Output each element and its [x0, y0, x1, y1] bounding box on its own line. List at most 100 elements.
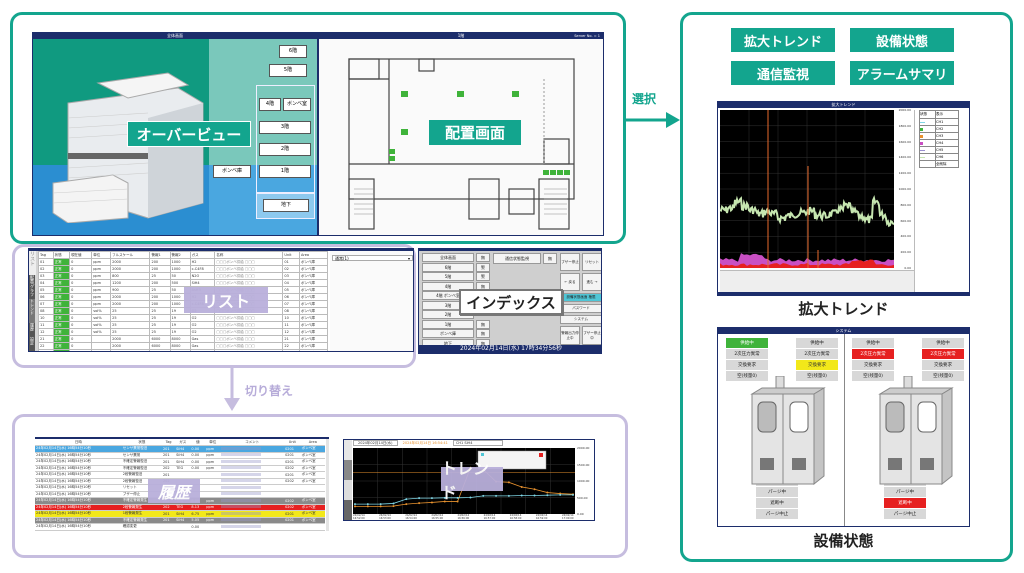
index-floor-button[interactable]: 全体画面 — [422, 253, 474, 262]
comm-monitor-button[interactable]: 通信状態監視 — [493, 253, 541, 264]
forward-button[interactable]: 進む → — [582, 273, 601, 291]
floor-4f-cylinder-room-button[interactable]: ボンベ室 — [283, 98, 311, 111]
list-header-cell[interactable]: 警報2 — [169, 251, 191, 259]
list-header-cell[interactable]: 警報1 — [149, 251, 171, 259]
legend-item[interactable]: CH1 — [935, 118, 959, 126]
side-tab-trend[interactable]: トレンド — [29, 299, 35, 323]
index-floor-status: 無 — [476, 319, 490, 329]
index-floor-button[interactable]: 5階 — [422, 272, 474, 281]
list-row[interactable]: 07正常0ppm20002001000c-C4F8□□□ボンベ供給 □□□07ボ… — [38, 300, 328, 308]
history-header-cell[interactable]: 状態 — [121, 439, 162, 446]
alarm-output-stopped-button[interactable]: 警報出力停止中 — [560, 326, 580, 345]
list-cell: 21 — [282, 335, 301, 343]
side-tab-settings[interactable]: 設定 — [29, 337, 35, 351]
side-tab-trend[interactable] — [344, 480, 352, 500]
legend-clear-all-button[interactable]: 全削除 — [935, 160, 959, 168]
history-scrollbar[interactable] — [326, 439, 329, 531]
list-filter-select[interactable]: 通常(1) ▾ — [332, 255, 413, 261]
buzzer-stop-button[interactable]: ブザー停止 — [560, 253, 580, 271]
legend-item[interactable]: CH5 — [935, 146, 959, 154]
side-tab-layout[interactable] — [344, 460, 352, 480]
system-button[interactable]: システム — [560, 315, 601, 324]
history-header-cell[interactable]: コメント — [220, 439, 285, 446]
list-row[interactable]: 23正常0400010008000Gas□□□ボンベ供給 □□□23ボンベ庫 — [38, 349, 328, 351]
tooltip-close-icon[interactable] — [539, 453, 543, 457]
list-header-cell[interactable]: ガス — [189, 251, 216, 259]
side-tab-layout[interactable]: 配置/グラフ — [29, 275, 35, 299]
history-header-cell[interactable]: 単位 — [205, 439, 221, 446]
floor-1f-button[interactable]: 1階 — [259, 165, 311, 178]
index-floor-button[interactable]: 1階 — [422, 319, 474, 329]
list-header-cell[interactable]: 名称 — [214, 251, 284, 259]
floor-4f-button[interactable]: 4階 — [259, 98, 281, 111]
side-tab-settings[interactable] — [344, 510, 352, 520]
side-tab-list[interactable] — [344, 440, 352, 460]
legend-item[interactable]: CH2 — [935, 125, 959, 133]
y-tick-label: 1400.00 — [898, 155, 911, 160]
cylinder-store-button[interactable]: ボンベ庫 — [213, 165, 251, 178]
side-tab-list[interactable]: リスト — [29, 251, 36, 275]
history-header-cell[interactable]: 値 — [190, 439, 206, 446]
trend-channel-select[interactable]: CH1 SiH4 — [452, 440, 504, 446]
side-tab-history[interactable]: 履歴 — [29, 323, 35, 337]
history-header-cell[interactable]: 日時 — [35, 439, 122, 446]
floor-3f-button[interactable]: 3階 — [259, 121, 311, 134]
password-button[interactable]: パスワード — [560, 304, 601, 313]
list-header-cell[interactable]: Unit — [282, 251, 301, 259]
menu-alarm-summary-button[interactable]: アラームサマリ — [850, 61, 954, 85]
trend-date-select[interactable]: 2024年02月14日(水) — [353, 440, 398, 446]
floor-6f-button[interactable]: 6階 — [279, 45, 307, 58]
equipment-auth-button[interactable]: 設備状態画面 権限 — [560, 293, 601, 302]
menu-equipment-status-button[interactable]: 設備状態 — [850, 28, 954, 52]
reset-button[interactable]: リセット — [582, 253, 601, 271]
list-header-cell[interactable]: フルスケール — [110, 251, 151, 259]
history-header-cell[interactable]: Unit — [284, 439, 301, 446]
index-floor-button[interactable]: 4階 — [422, 281, 474, 291]
list-header-cell[interactable]: 単位 — [91, 251, 112, 259]
side-tab-history[interactable] — [344, 500, 352, 510]
list-header-cell[interactable]: 状態 — [52, 251, 71, 259]
floor-5f-button[interactable]: 5階 — [269, 64, 307, 77]
history-header-cell[interactable]: ガス — [175, 439, 191, 446]
legend-item[interactable]: CH4 — [935, 139, 959, 147]
legend-item[interactable]: CH6 — [935, 153, 959, 161]
list-header-cell[interactable]: Area — [299, 251, 328, 259]
floor-basement-button[interactable]: 地下 — [263, 199, 309, 212]
history-header-cell[interactable]: Tag — [161, 439, 176, 446]
index-floor-button[interactable]: 6階 — [422, 262, 474, 272]
history-cell: SiH4 — [175, 452, 191, 459]
cyan-series-point — [559, 493, 562, 496]
list-cell: 25 — [110, 307, 151, 315]
floor-2f-button[interactable]: 2階 — [259, 143, 311, 156]
buzzer-stopped-button[interactable]: ブザー停止中 — [582, 326, 601, 345]
history-header-cell[interactable]: Area — [300, 439, 325, 446]
index-floor-button[interactable]: ボンベ庫 — [422, 329, 474, 338]
list-header-cell[interactable]: Tag — [38, 251, 54, 259]
back-button[interactable]: ← 戻る — [560, 273, 580, 291]
list-header-cell[interactable]: 現在値 — [69, 251, 93, 259]
legend-item[interactable]: CH3 — [935, 132, 959, 140]
menu-enlarged-trend-button[interactable]: 拡大トレンド — [731, 28, 835, 52]
menu-communication-monitor-button[interactable]: 通信監視 — [731, 61, 835, 85]
